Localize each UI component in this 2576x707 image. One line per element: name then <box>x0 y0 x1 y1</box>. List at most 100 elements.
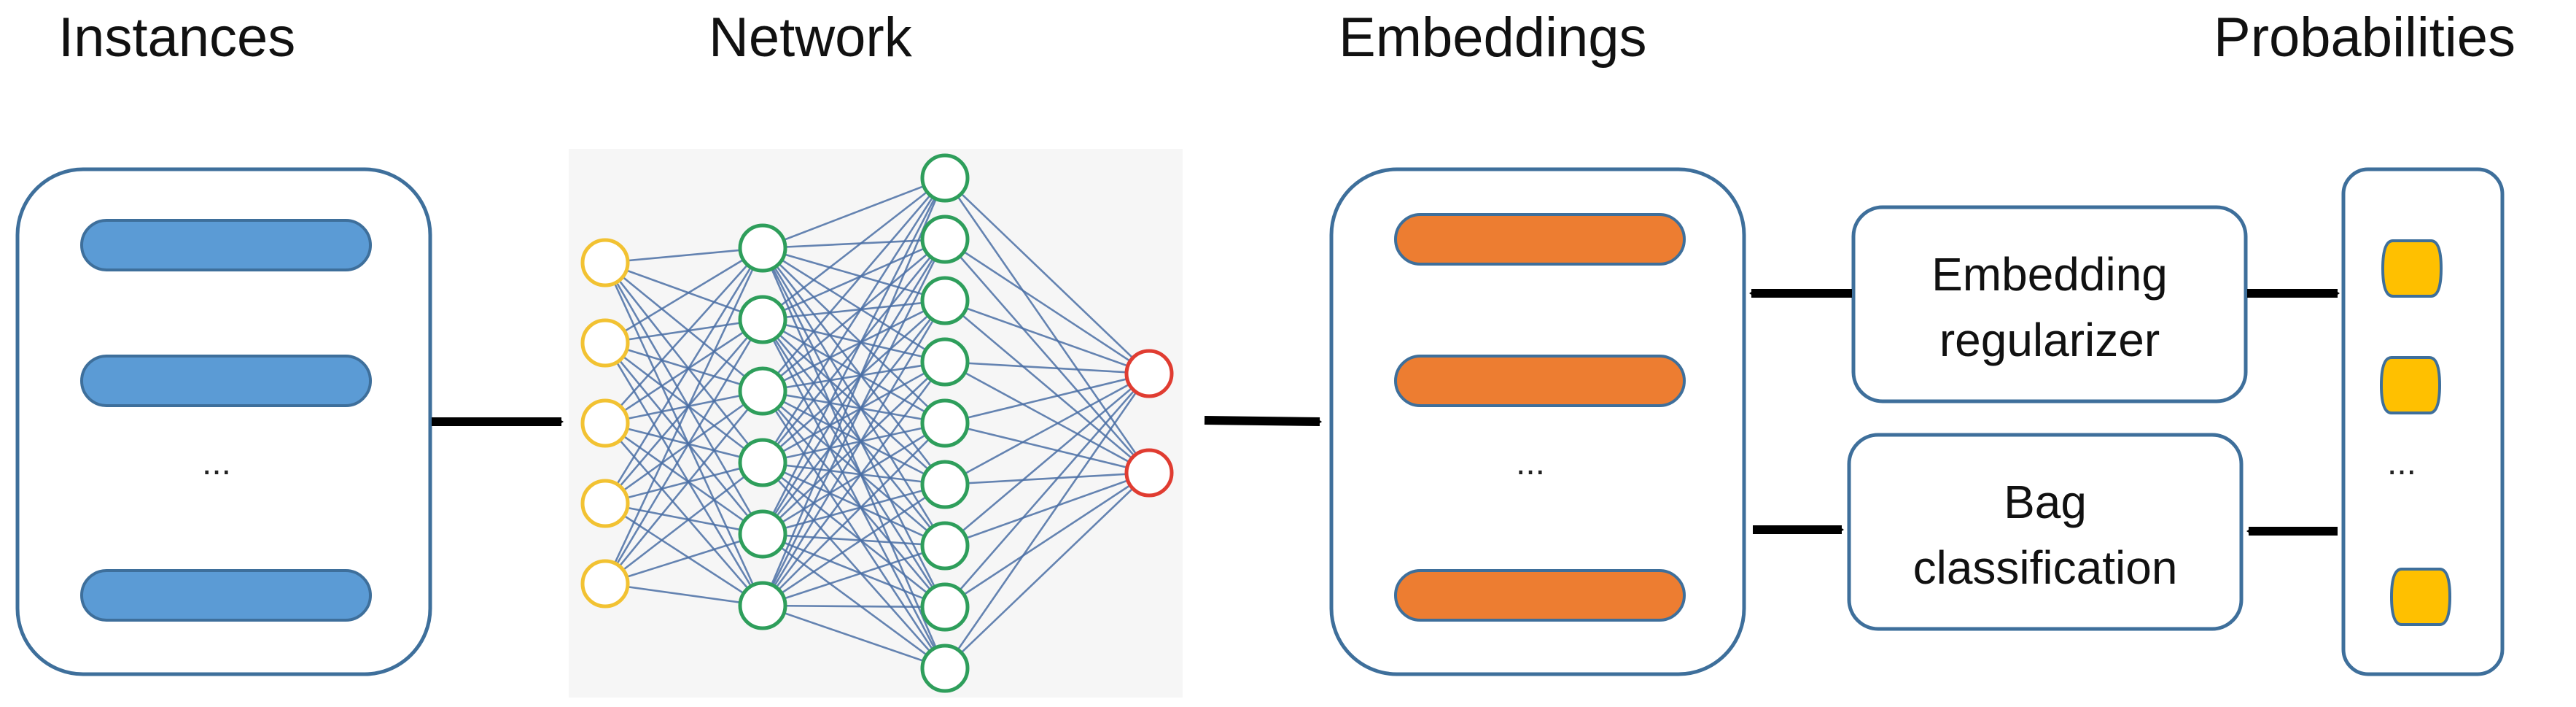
probability-chip-1 <box>2381 239 2443 298</box>
hidden2-node <box>920 153 970 203</box>
network-edge <box>604 582 763 607</box>
embedding-bar-2 <box>1394 355 1686 407</box>
instance-bar-3 <box>80 569 372 622</box>
network-edge <box>604 261 763 393</box>
hidden1-node <box>738 581 787 630</box>
network-edge <box>762 299 946 321</box>
network-edge <box>944 373 1150 608</box>
hidden2-node <box>920 276 970 325</box>
network-edge <box>944 239 1150 474</box>
network-nodes <box>580 153 1174 693</box>
embeddings-ellipsis: ... <box>1516 444 1545 482</box>
network-edge <box>762 390 946 608</box>
network-edge <box>604 422 763 536</box>
network-edge <box>604 261 763 321</box>
hidden1-node <box>738 223 787 273</box>
probabilities-ellipsis: ... <box>2387 444 2416 482</box>
network-edge <box>761 239 946 463</box>
instances-ellipsis: ... <box>202 444 231 482</box>
input-node <box>580 398 630 448</box>
network-edge <box>604 502 763 536</box>
network-edge <box>762 238 946 321</box>
heading-probabilities: Probabilities <box>2214 7 2515 69</box>
network-edge <box>761 319 946 608</box>
network-edge <box>604 422 763 606</box>
network-edge <box>944 372 1150 425</box>
hidden1-node <box>738 509 787 559</box>
network-edge <box>944 471 1150 486</box>
network-edge <box>944 300 1150 474</box>
regularizer-box: Embedding regularizer <box>1851 205 2248 403</box>
network-edge <box>762 177 946 321</box>
network-edge <box>761 247 946 608</box>
classification-label-line2: classification <box>1913 541 2178 594</box>
network-edge <box>761 239 946 606</box>
network-edge <box>762 177 946 250</box>
network-edge <box>762 422 946 536</box>
network-edge <box>762 319 946 485</box>
network-edge <box>762 604 946 670</box>
hidden2-node <box>920 460 970 509</box>
network-edge <box>604 390 763 505</box>
arrow-network-to-embeddings <box>1204 416 1320 426</box>
network-edge <box>761 177 946 535</box>
hidden2-node <box>920 644 970 693</box>
network-edge <box>604 247 764 504</box>
network-edge <box>604 262 764 606</box>
network-edge <box>944 372 1150 486</box>
network-edge <box>944 422 1150 474</box>
network-edge <box>762 422 946 464</box>
hidden2-node <box>920 398 970 448</box>
hidden2-node <box>920 582 970 632</box>
network-edge <box>761 319 946 546</box>
network-edge <box>762 544 946 607</box>
network-edge <box>604 319 764 584</box>
network-edge <box>762 390 946 425</box>
network-edge <box>762 462 946 669</box>
network-edge <box>604 533 763 585</box>
network-edge <box>604 319 763 504</box>
probability-chip-3 <box>2389 568 2452 626</box>
network-edge <box>762 239 946 392</box>
input-node <box>580 479 630 528</box>
network-edge <box>604 502 763 607</box>
hidden2-node <box>920 337 970 387</box>
embeddings-panel: ... <box>1329 167 1746 676</box>
embedding-bar-3 <box>1394 569 1686 622</box>
network-edge <box>604 342 764 606</box>
input-node <box>580 559 630 609</box>
heading-embeddings: Embeddings <box>1339 7 1647 69</box>
network-edge <box>604 342 764 535</box>
network-edge <box>604 318 763 344</box>
network-edge <box>604 262 764 535</box>
network-edge <box>944 472 1150 669</box>
network-edge <box>944 238 1150 375</box>
classification-label-line1: Bag <box>2004 476 2087 528</box>
network-edge <box>604 247 764 584</box>
network-edge <box>761 177 946 463</box>
network-edge <box>762 247 946 424</box>
network-edge <box>761 247 946 669</box>
output-node <box>1124 448 1174 498</box>
network-edge <box>944 373 1150 546</box>
network-edge <box>944 471 1150 609</box>
network-edge <box>761 239 946 535</box>
network-edge <box>762 390 946 486</box>
neural-network <box>569 149 1183 698</box>
network-edge <box>761 177 946 606</box>
network-edge <box>762 483 946 607</box>
network-edge <box>944 471 1150 547</box>
hidden2-node <box>920 521 970 571</box>
network-edge <box>761 300 946 606</box>
network-edge <box>604 461 763 585</box>
output-node <box>1124 349 1174 398</box>
network-edge <box>762 422 946 606</box>
hidden1-node <box>738 295 787 344</box>
network-edge <box>762 360 946 393</box>
instance-bar-1 <box>80 219 372 271</box>
regularizer-label-line1: Embedding <box>1931 248 2168 301</box>
classification-box: Bag classification <box>1847 433 2244 631</box>
network-edge <box>762 300 946 463</box>
network-edge <box>604 390 764 584</box>
network-edge <box>604 318 763 425</box>
